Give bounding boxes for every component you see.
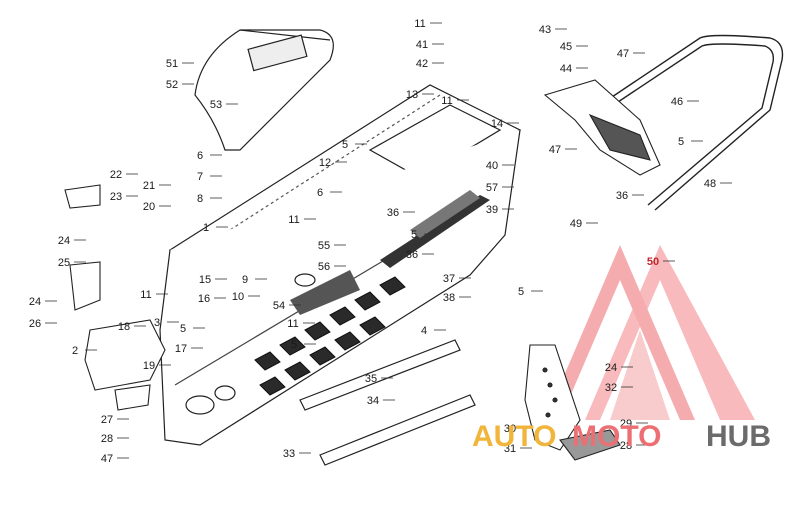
callout-c50: 50 (647, 256, 659, 268)
callout-c38: 38 (443, 292, 455, 304)
callout-c22: 22 (110, 169, 122, 181)
callout-c23: 23 (110, 191, 122, 203)
callout-c45: 45 (560, 41, 572, 53)
callout-c49: 49 (570, 218, 582, 230)
callout-c48: 48 (704, 178, 716, 190)
callout-c11a: 11 (414, 18, 425, 30)
callout-c12: 12 (319, 157, 331, 169)
callout-c8: 8 (197, 193, 203, 205)
callout-c28a: 28 (101, 433, 113, 445)
callout-c5b: 5 (411, 229, 417, 241)
callout-c56: 56 (318, 261, 330, 273)
callout-c17: 17 (175, 343, 187, 355)
callout-c47c: 47 (101, 453, 113, 465)
callout-c3: 3 (154, 317, 160, 329)
watermark-brand-part1: AUTO (472, 420, 556, 453)
callout-c7: 7 (197, 171, 203, 183)
callout-c4: 4 (421, 325, 427, 337)
callout-c43: 43 (539, 24, 551, 36)
callout-c47a: 47 (617, 48, 629, 60)
callout-c13: 13 (406, 89, 418, 101)
callout-c31: 31 (504, 443, 516, 455)
callout-c1: 1 (203, 222, 209, 234)
callout-c11e: 11 (287, 318, 298, 330)
callout-c40: 40 (486, 160, 498, 172)
callout-c30: 30 (504, 423, 516, 435)
callout-c46: 46 (671, 96, 683, 108)
callout-c14: 14 (491, 118, 503, 130)
callout-c36a: 36 (387, 207, 399, 219)
callout-c36b: 36 (406, 249, 418, 261)
callout-c5c: 5 (518, 286, 524, 298)
callout-c6a: 6 (197, 150, 203, 162)
callout-c5a: 5 (342, 139, 348, 151)
callout-c16: 16 (198, 293, 210, 305)
callout-c34: 34 (367, 395, 379, 407)
callout-c5d: 5 (678, 136, 684, 148)
callout-c29: 29 (620, 418, 632, 430)
callout-c19: 19 (143, 360, 155, 372)
callout-c32: 32 (605, 382, 617, 394)
leader-lines (45, 22, 732, 459)
callout-c42: 42 (416, 58, 428, 70)
footrest-plate (524, 344, 621, 461)
callout-c11b: 11 (441, 95, 452, 107)
callout-c25: 25 (58, 257, 70, 269)
callout-c47b: 47 (549, 144, 561, 156)
callout-c54: 54 (273, 300, 285, 312)
callout-c5f: 5 (291, 339, 297, 351)
rear-bumper-rail (599, 34, 784, 211)
callout-c11c: 11 (288, 214, 299, 226)
callout-c18: 18 (118, 321, 130, 333)
seat (194, 29, 334, 151)
callout-c24a: 24 (58, 235, 70, 247)
callout-c37: 37 (443, 273, 455, 285)
callout-c44: 44 (560, 63, 572, 75)
rear-light-housing (543, 79, 661, 176)
callout-c21: 21 (143, 180, 155, 192)
callout-c28b: 28 (620, 440, 632, 452)
callout-c33: 33 (283, 448, 295, 460)
callout-c55: 55 (318, 240, 330, 252)
callout-c10: 10 (232, 291, 244, 303)
running-board-pattern (254, 276, 406, 396)
callout-c24c: 24 (605, 362, 617, 374)
callout-c52: 52 (166, 79, 178, 91)
callout-c53: 53 (210, 99, 222, 111)
callout-c2: 2 (72, 345, 78, 357)
tunnel-decal (290, 190, 490, 315)
callout-c51: 51 (166, 58, 178, 70)
callout-labels: 1234555555667891011111111111213141516171… (29, 18, 716, 465)
watermark-brand: AUTO MOTO HUB (472, 420, 771, 453)
callout-c11d: 11 (140, 289, 151, 301)
watermark-brand-part3: HUB (706, 420, 771, 453)
callout-c39: 39 (486, 204, 498, 216)
callout-c57: 57 (486, 182, 498, 194)
cross-shafts (299, 339, 476, 466)
callout-c41: 41 (416, 39, 428, 51)
callout-c26: 26 (29, 318, 41, 330)
watermark-logo (545, 245, 755, 420)
callout-c20: 20 (143, 201, 155, 213)
callout-c24b: 24 (29, 296, 41, 308)
front-bracket (64, 184, 166, 411)
callout-c35: 35 (365, 373, 377, 385)
callout-c6b: 6 (317, 187, 323, 199)
callout-c5e: 5 (180, 323, 186, 335)
watermark-brand-part2: MOTO (572, 420, 661, 453)
callout-c9: 9 (242, 274, 248, 286)
callout-c27: 27 (101, 414, 113, 426)
callout-c15: 15 (199, 274, 211, 286)
callout-c36c: 36 (616, 190, 628, 202)
